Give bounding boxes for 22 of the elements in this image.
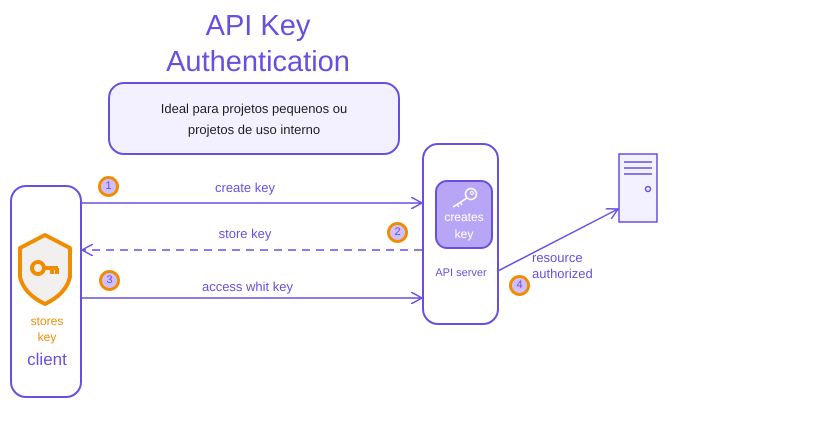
edge-label: access whit key [200,279,294,295]
arrow [82,196,423,210]
node-title: creates key [443,209,485,243]
step-number: 4 [509,275,530,296]
arrow [81,243,422,257]
picture [618,153,658,223]
edge-label: create key [214,180,276,196]
node-title: API server [434,266,488,281]
arrow [498,208,619,272]
step-number: 1 [98,176,119,197]
edge-label: resource authorized [532,250,594,282]
arrow [82,291,423,305]
edge-label: store key [218,226,272,242]
server-box [422,143,499,325]
client-box [10,185,82,398]
stores-key-text: stores key [30,313,64,345]
title: API Key Authentication [165,9,351,80]
step-number: 2 [387,222,408,243]
note-box: Ideal para projetos pequenos ou projetos de uso interno [108,82,400,155]
step-number: 3 [99,270,120,291]
process-box [435,180,493,249]
node-title: client [26,349,68,371]
